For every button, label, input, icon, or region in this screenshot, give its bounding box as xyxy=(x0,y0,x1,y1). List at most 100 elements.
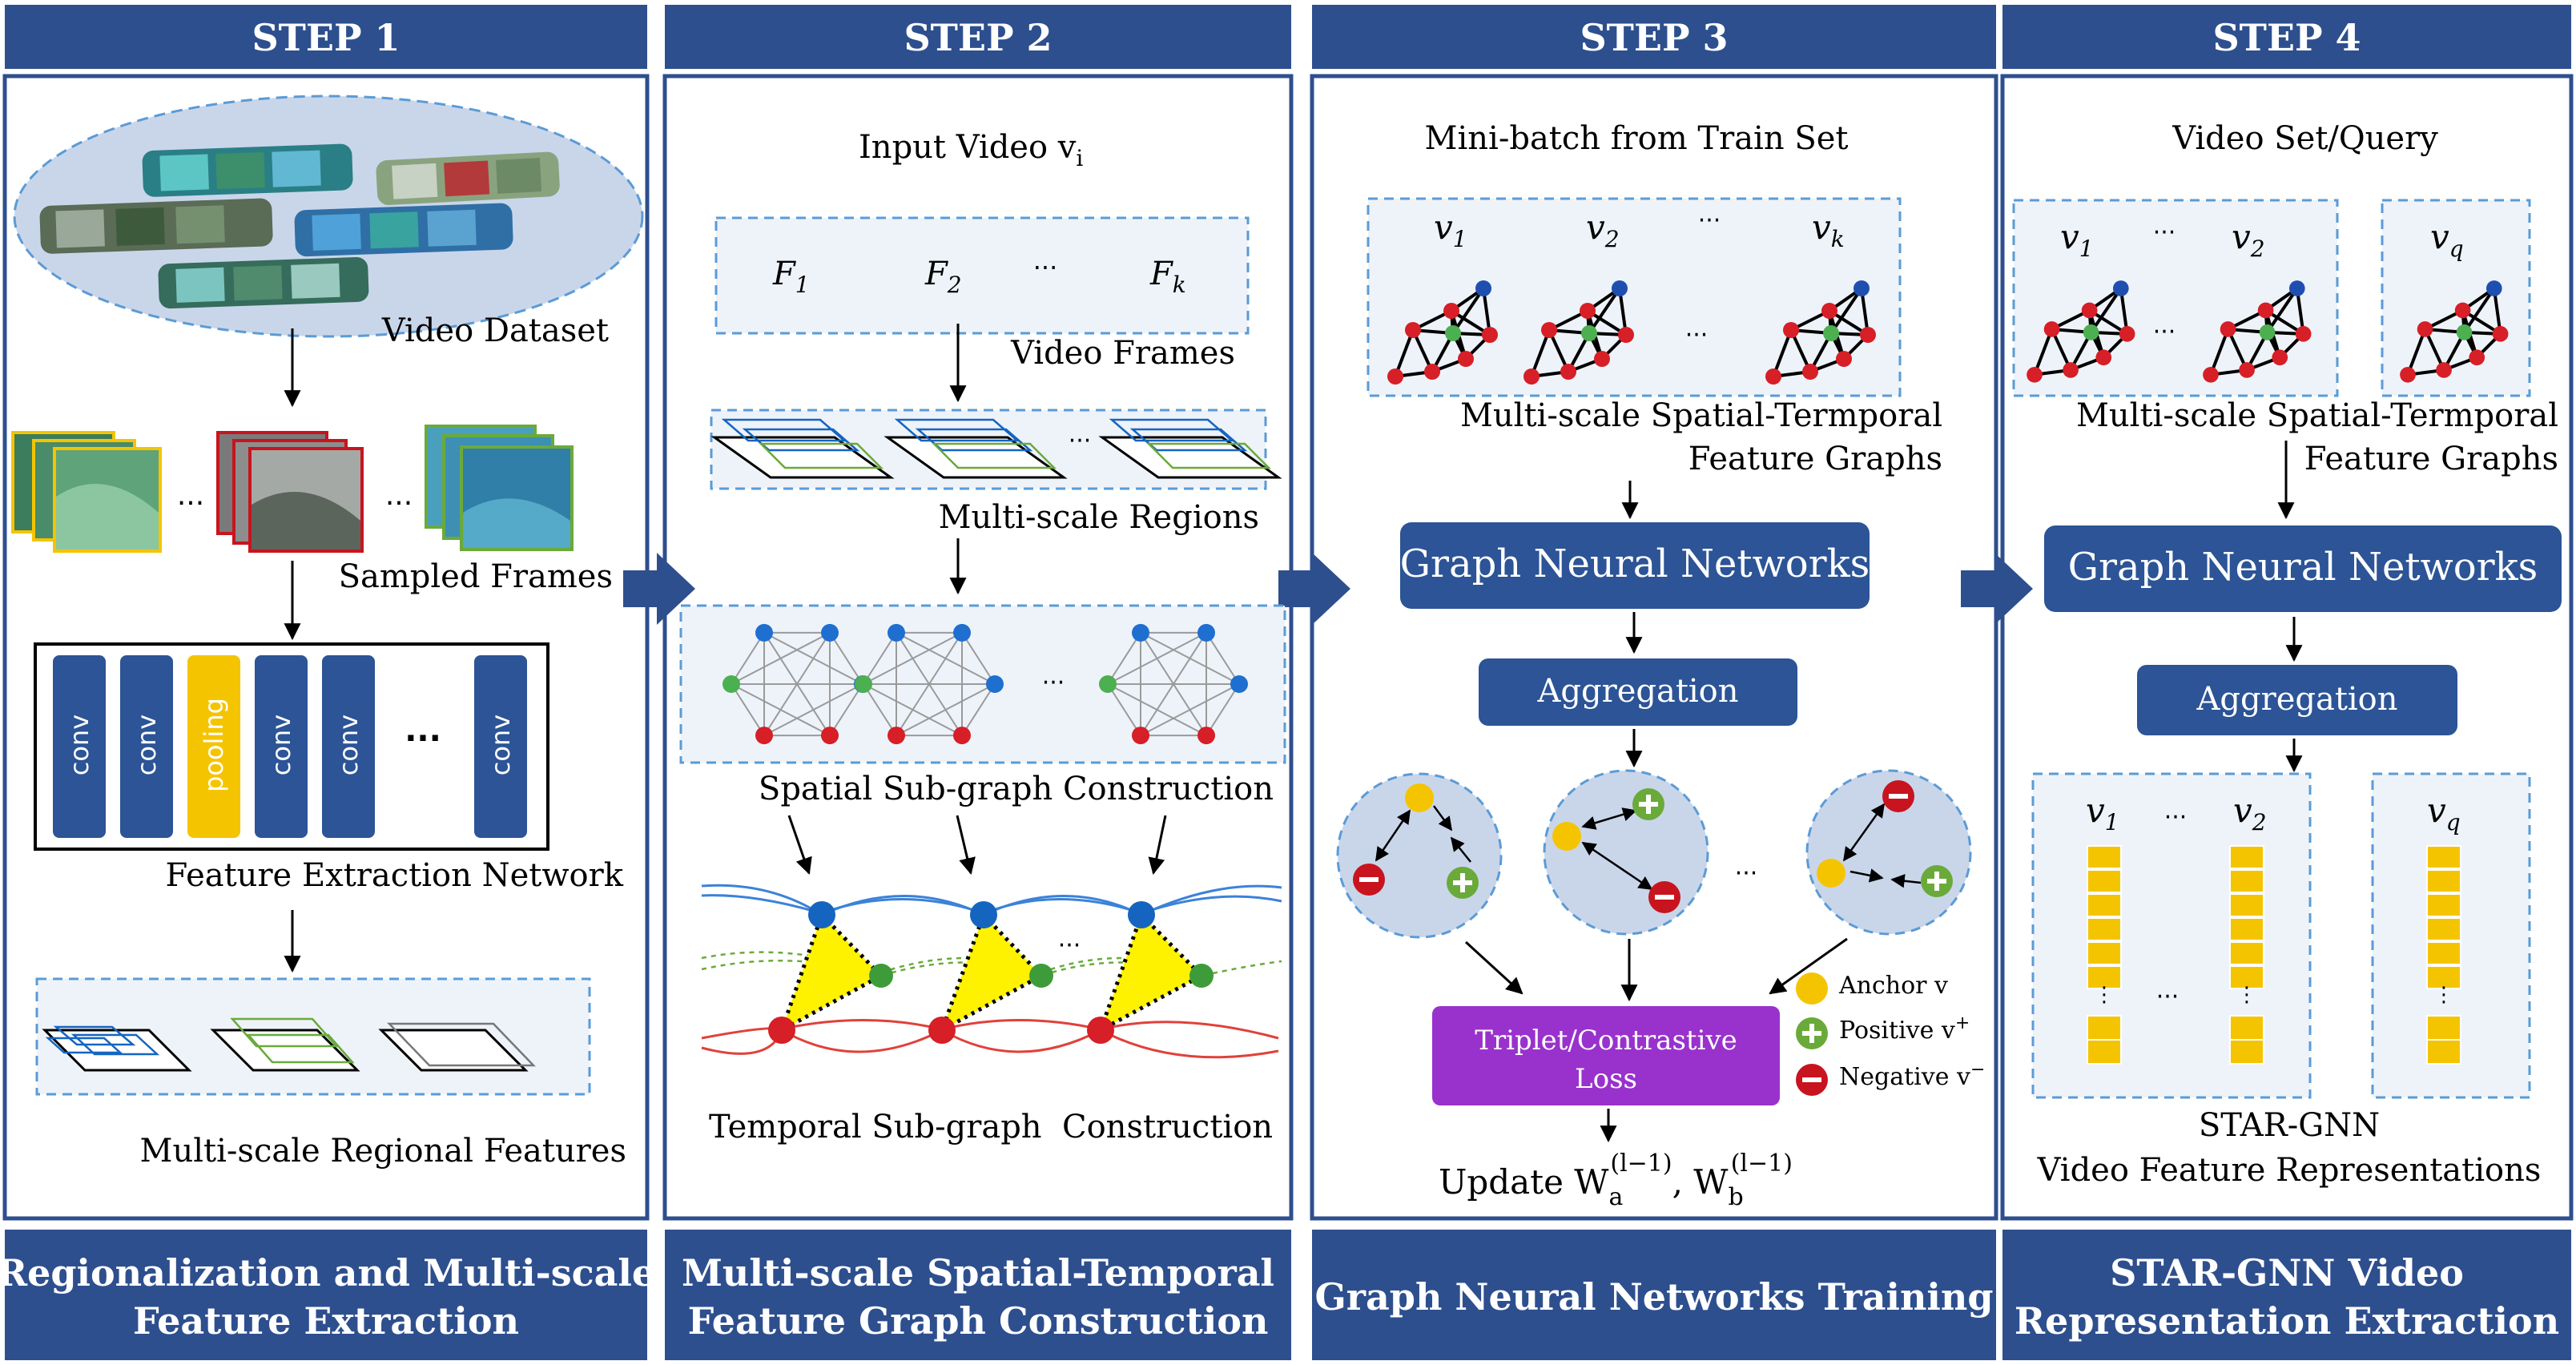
step4-footer-line1: STAR-GNN Video xyxy=(2110,1251,2464,1295)
layer-conv-4 xyxy=(322,655,375,838)
graph-node xyxy=(2119,326,2135,342)
s3-gnn-label: Graph Neural Networks xyxy=(1400,542,1870,586)
graph-node xyxy=(1405,322,1421,338)
minibatch-v1: v1 xyxy=(1434,207,1467,252)
sampled-frames-group: ... ... xyxy=(11,425,574,553)
layer-conv-3-label: conv xyxy=(266,715,296,775)
frame-f2: F2 xyxy=(924,256,962,298)
graph-node xyxy=(1821,303,1837,319)
s3-aggregation-label: Aggregation xyxy=(1536,673,1738,710)
step1-footer-line1: Regionalization and Multi-scale xyxy=(0,1251,655,1295)
arrow-step1-to-step2 xyxy=(623,553,695,625)
feature-network-label: Feature Extraction Network xyxy=(166,857,624,894)
video-frames-label: Video Frames xyxy=(1010,335,1235,372)
graph-node xyxy=(1860,327,1876,343)
graph-node xyxy=(2083,324,2099,340)
layer-conv-1-label: conv xyxy=(64,715,95,775)
network-layers: conv conv pooling conv conv ... conv xyxy=(53,655,527,838)
feature-graph xyxy=(1765,280,1876,385)
layer-pooling-label: pooling xyxy=(199,698,229,792)
vec-ellipsis-top: ··· xyxy=(2164,803,2188,831)
graph-node xyxy=(1594,351,1610,367)
layer-conv-5-label: conv xyxy=(485,715,516,775)
step3-panel xyxy=(1310,74,1998,1221)
s3-gnn-box xyxy=(1400,522,1870,609)
layer-conv-4-label: conv xyxy=(333,715,364,775)
graph-node xyxy=(755,727,773,745)
step2-header-bar xyxy=(665,5,1291,69)
loss-label-line2: Loss xyxy=(1575,1063,1637,1095)
layer-conv-1 xyxy=(53,655,106,838)
step2-footer-line1: Multi-scale Spatial-Temporal xyxy=(682,1251,1274,1295)
feature-graph xyxy=(2027,280,2135,383)
graph-node xyxy=(1197,727,1215,745)
graph-node xyxy=(2400,366,2416,383)
graph-node xyxy=(722,675,740,693)
graph-node xyxy=(1443,303,1459,319)
graph-node xyxy=(2027,366,2043,383)
feature-vector: ⋮ xyxy=(2229,845,2264,1065)
graph-node xyxy=(2043,321,2060,337)
step3-header: STEP 3 xyxy=(1580,16,1728,59)
step4-header-bar xyxy=(2002,5,2571,69)
s3-graphs-label-line1: Multi-scale Spatial-Termporal xyxy=(1460,397,1942,434)
graph-node xyxy=(2112,280,2129,296)
layers-ellipsis: ... xyxy=(405,712,441,749)
multiscale-region-planes xyxy=(710,418,1282,479)
graph-node xyxy=(1132,727,1149,745)
graph-node xyxy=(2492,326,2509,342)
step4-footer-line2: Representation Extraction xyxy=(2015,1299,2559,1343)
minibatch-label: Mini-batch from Train Set xyxy=(1425,120,1849,157)
graph-node xyxy=(2454,302,2471,319)
video-dataset-thumbnails xyxy=(39,143,560,309)
step1-panel xyxy=(2,74,650,1221)
svg-text:⋮: ⋮ xyxy=(2236,983,2257,1007)
step4-header: STEP 4 xyxy=(2212,16,2361,59)
graph-node xyxy=(821,623,839,642)
graph-node xyxy=(2239,362,2255,378)
triplet-samples: ··· xyxy=(1336,769,1972,939)
minibatch-ellipsis-mid: ··· xyxy=(1685,321,1709,349)
step3-footer-bar xyxy=(1312,1230,1996,1360)
graph-node xyxy=(1765,368,1781,385)
frames-ellipsis: ··· xyxy=(1033,252,1058,283)
video-dataset-label: Video Dataset xyxy=(381,312,609,349)
regional-features-planes xyxy=(42,1017,536,1072)
feature-graph xyxy=(2400,280,2509,383)
frame-f1: F1 xyxy=(772,256,810,298)
graph-node xyxy=(1854,280,1870,296)
step-transition-arrows xyxy=(623,553,2033,625)
frame-stack-red xyxy=(216,431,364,553)
graph-node xyxy=(1581,325,1597,341)
query-label: Video Set/Query xyxy=(2171,120,2438,157)
minibatch-graphs xyxy=(1387,280,1876,385)
frames-box xyxy=(714,216,1250,335)
graph-node xyxy=(1230,675,1248,693)
s3-aggregation-box xyxy=(1479,658,1797,726)
graph-node xyxy=(2469,349,2485,366)
graph-node xyxy=(2295,326,2312,342)
temporal-ellipsis: ··· xyxy=(1058,932,1081,960)
graph-node xyxy=(1618,327,1634,343)
layer-conv-2 xyxy=(120,655,173,838)
frames-ellipsis-1: ... xyxy=(177,479,204,512)
graph-node xyxy=(1387,368,1403,385)
s4-aggregation-label: Aggregation xyxy=(2196,681,2397,718)
spatial-subgraph xyxy=(855,623,1004,745)
step1-header: STEP 1 xyxy=(252,16,400,59)
output-label-line2: Video Feature Representations xyxy=(2037,1152,2542,1189)
set-ellipsis-top: ··· xyxy=(2153,219,2176,247)
graph-node xyxy=(2485,280,2502,296)
layer-pooling xyxy=(187,655,240,838)
graph-node xyxy=(821,727,839,745)
graph-node xyxy=(1132,623,1149,642)
graph-node xyxy=(1482,327,1498,343)
s4-gnn-box xyxy=(2044,525,2562,612)
graph-node xyxy=(1445,325,1461,341)
spatial-to-temporal-arrows xyxy=(787,815,1167,876)
update-weights-label: Update Wa(l−1), Wb(l−1) xyxy=(1439,1150,1793,1211)
multiscale-regions-label: Multi-scale Regions xyxy=(939,499,1259,536)
step-panels xyxy=(2,74,2574,1221)
vec-v2: v2 xyxy=(2233,791,2267,836)
